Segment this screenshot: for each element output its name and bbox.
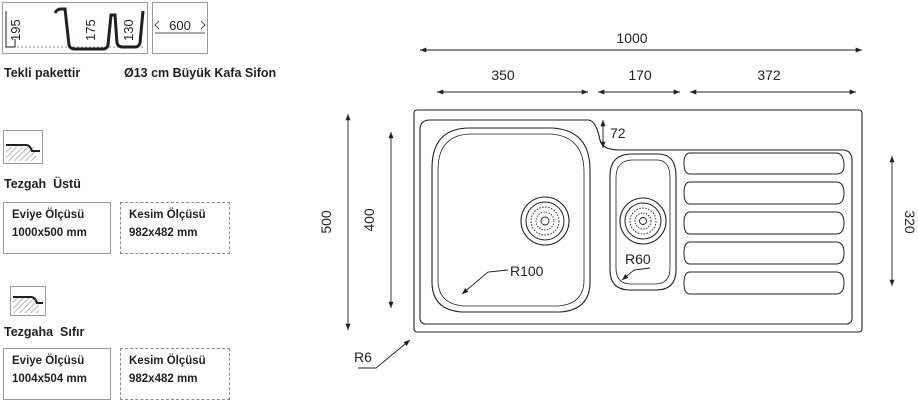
- radius-corner: R6: [354, 349, 372, 365]
- dim-drainer-height: 320: [902, 210, 918, 234]
- small-bowl: [609, 153, 677, 291]
- sink-size-label: Eviye Ölçüsü: [12, 209, 85, 221]
- package-label: Tekli pakettir: [4, 66, 81, 80]
- leader-radius-corner: [358, 339, 411, 369]
- countertop-sink-size-box: Eviye Ölçüsü 1000x500 mm: [3, 202, 111, 254]
- dim-inner-offset: 72: [610, 125, 626, 141]
- drainer-ribs: [683, 152, 845, 295]
- countertop-mount-title: Tezgah Üstü: [4, 177, 81, 191]
- dim-right-segment: 372: [757, 67, 781, 83]
- leader-radius-big: [461, 269, 509, 295]
- sink-inner-deck: [419, 119, 853, 325]
- large-bowl: [431, 127, 591, 313]
- sink-profile-drawing: 195 175 130: [5, 7, 145, 51]
- profile-dim-2: 175: [83, 19, 98, 41]
- flush-mount-icon: [10, 286, 46, 316]
- sink-width-drawing: 600: [154, 18, 206, 34]
- countertop-cutout-size-box: Kesim Ölçüsü 982x482 mm: [120, 202, 230, 254]
- flush-sink-size-box: Eviye Ölçüsü 1004x504 mm: [3, 348, 111, 400]
- sink-width-thumbnail: 600: [152, 2, 208, 54]
- sink-size-label: Eviye Ölçüsü: [12, 355, 85, 367]
- width-dim: 600: [169, 18, 191, 33]
- profile-dim-3: 130: [121, 19, 136, 41]
- dim-left-segment: 350: [491, 67, 515, 83]
- siphon-label: Ø13 cm Büyük Kafa Sifon: [124, 66, 277, 80]
- flush-cutout-size-box: Kesim Ölçüsü 982x482 mm: [120, 348, 230, 400]
- dim-middle-segment: 170: [628, 67, 652, 83]
- radius-big: R100: [510, 263, 544, 279]
- small-bowl-inner-line: [615, 159, 671, 285]
- sink-outer-rim: [413, 109, 863, 333]
- sink-profile-thumbnail: 195 175 130: [2, 2, 148, 54]
- large-bowl-drain: [520, 196, 570, 246]
- profile-dim-1: 195: [8, 19, 23, 41]
- cutout-size-value: 982x482 mm: [129, 227, 198, 239]
- dim-overall-height: 500: [318, 210, 334, 234]
- leader-radius-small: [621, 267, 651, 281]
- flush-mount-title: Tezgaha Sıfır: [4, 325, 85, 339]
- radius-small: R60: [625, 251, 651, 267]
- dim-overall-width: 1000: [616, 30, 647, 46]
- countertop-mount-icon: [3, 130, 43, 164]
- large-bowl-inner-line: [437, 133, 585, 307]
- small-bowl-drain: [619, 197, 667, 245]
- cutout-size-label: Kesim Ölçüsü: [129, 355, 206, 367]
- sink-size-value: 1000x500 mm: [12, 227, 87, 239]
- dim-bowl-height: 400: [361, 208, 377, 232]
- sink-size-value: 1004x504 mm: [12, 373, 87, 385]
- cutout-size-label: Kesim Ölçüsü: [129, 209, 206, 221]
- cutout-size-value: 982x482 mm: [129, 373, 198, 385]
